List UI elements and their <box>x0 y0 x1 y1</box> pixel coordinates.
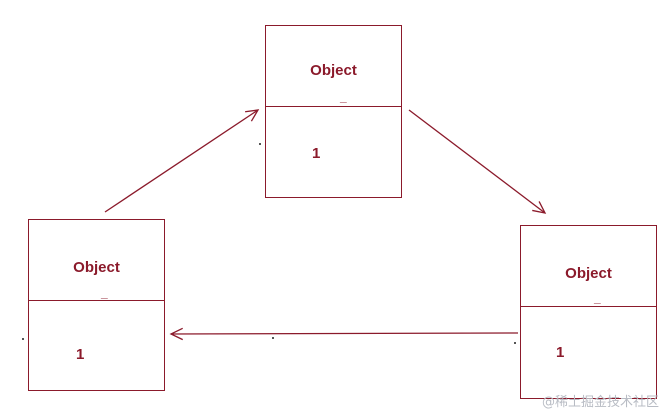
arrowhead-icon <box>532 201 547 214</box>
stray-dot <box>22 338 24 340</box>
stray-dot <box>272 337 274 339</box>
object-count: 1 <box>76 346 85 363</box>
object-marker: _ <box>340 90 347 104</box>
object-title: Object <box>310 62 357 79</box>
object-divider <box>266 106 401 107</box>
object-marker: _ <box>101 286 108 300</box>
watermark-text: @稀土掘金技术社区 <box>541 395 659 410</box>
arrow-top-to-right <box>408 109 546 214</box>
stray-dot <box>259 143 261 145</box>
arrowhead-icon <box>169 327 184 341</box>
object-title: Object <box>73 259 120 276</box>
object-count: 1 <box>556 344 565 361</box>
object-title: Object <box>565 265 612 282</box>
object-count: 1 <box>312 145 321 162</box>
stray-dot <box>514 342 516 344</box>
object-box-left: Object _ 1 <box>28 219 165 391</box>
arrow-right-to-left <box>170 332 519 335</box>
arrow-left-to-top <box>104 109 259 213</box>
object-box-top: Object _ 1 <box>265 25 402 198</box>
object-divider <box>521 306 656 307</box>
object-divider <box>29 300 164 301</box>
arrows-layer <box>104 109 547 341</box>
arrowhead-icon <box>245 109 260 122</box>
object-marker: _ <box>594 291 601 305</box>
object-box-right: Object _ 1 <box>520 225 657 399</box>
